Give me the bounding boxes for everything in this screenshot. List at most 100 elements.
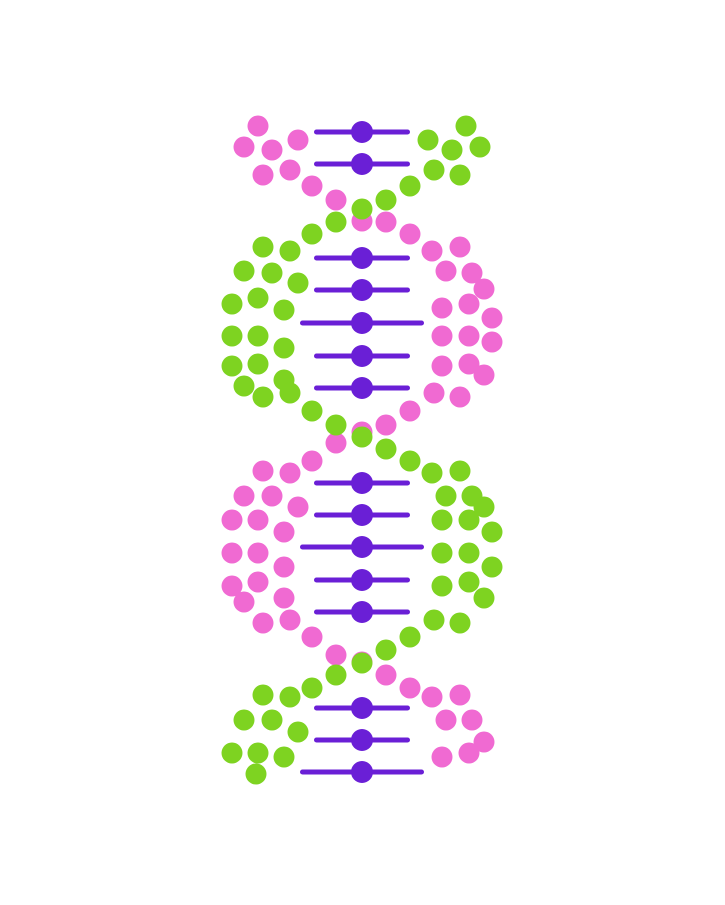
strand-b-dot xyxy=(423,609,445,631)
strand-b-dot xyxy=(301,223,323,245)
base-pair-rung xyxy=(314,279,410,301)
strand-b-dot xyxy=(287,721,309,743)
strand-b-dot xyxy=(325,414,347,436)
strand-b-dot xyxy=(221,355,243,377)
strand-a-dot xyxy=(325,432,347,454)
strand-b-dot xyxy=(247,742,269,764)
strand-b-dot xyxy=(399,450,421,472)
strand-a-dot xyxy=(399,223,421,245)
strand-a-dot xyxy=(279,462,301,484)
strand-b-dot xyxy=(261,262,283,284)
strand-a-dot xyxy=(458,353,480,375)
strand-a-dot xyxy=(481,331,503,353)
base-pair-rung xyxy=(314,504,410,526)
strand-a-dot xyxy=(301,175,323,197)
strand-a-dot xyxy=(473,731,495,753)
strand-b-dot xyxy=(449,612,471,634)
strand-a-dot xyxy=(273,556,295,578)
strand-a-dot xyxy=(221,509,243,531)
strand-b-dot xyxy=(279,686,301,708)
strand-a-dot xyxy=(458,325,480,347)
base-pair-rung xyxy=(314,569,410,591)
strand-b-dot xyxy=(417,129,439,151)
strand-b-dot xyxy=(233,709,255,731)
strand-a-dot xyxy=(287,496,309,518)
strand-b-dot xyxy=(449,460,471,482)
strand-b-dot xyxy=(375,438,397,460)
strand-b-dot xyxy=(252,236,274,258)
strand-a-dot xyxy=(431,355,453,377)
strand-b-dot xyxy=(473,587,495,609)
base-pair-rung xyxy=(314,601,410,623)
strand-a-dot xyxy=(233,136,255,158)
base-pair-rung xyxy=(300,312,424,334)
strand-b-dot xyxy=(287,272,309,294)
strand-b-dot xyxy=(455,115,477,137)
strand-b-dot xyxy=(351,426,373,448)
strand-b-dot xyxy=(245,763,267,785)
strand-b-dot xyxy=(252,386,274,408)
strand-b-dot xyxy=(481,556,503,578)
base-pair-rung xyxy=(314,153,410,175)
strand-a-dot xyxy=(435,260,457,282)
strand-a-dot xyxy=(461,262,483,284)
base-pair-rung xyxy=(300,536,424,558)
strand-a-dot xyxy=(449,236,471,258)
strand-a-dot xyxy=(431,746,453,768)
strand-a-dot xyxy=(473,278,495,300)
strand-b-dot xyxy=(351,198,373,220)
strand-a-dot xyxy=(273,521,295,543)
strand-b-dot xyxy=(351,652,373,674)
strand-a-dot xyxy=(247,509,269,531)
strand-a-dot xyxy=(375,664,397,686)
strand-a-dot xyxy=(473,364,495,386)
strand-a-dot xyxy=(287,129,309,151)
strand-b-dot xyxy=(399,626,421,648)
base-pair-rung xyxy=(314,377,410,399)
strand-b-dot xyxy=(399,175,421,197)
strand-a-dot xyxy=(301,626,323,648)
strand-b-dot xyxy=(481,521,503,543)
strand-a-dot xyxy=(247,571,269,593)
strand-b-dot xyxy=(279,382,301,404)
strand-a-dot xyxy=(221,575,243,597)
strand-b-dot xyxy=(221,742,243,764)
strand-a-dot xyxy=(399,400,421,422)
strand-b-dot xyxy=(247,325,269,347)
strand-a-dot xyxy=(252,460,274,482)
strand-a-dot xyxy=(325,189,347,211)
strand-b-dot xyxy=(435,485,457,507)
strand-a-dot xyxy=(435,709,457,731)
strand-b-dot xyxy=(431,509,453,531)
strand-a-dot xyxy=(252,164,274,186)
strand-b-dot xyxy=(458,509,480,531)
strand-a-dot xyxy=(458,293,480,315)
base-pair-rung xyxy=(300,761,424,783)
strand-a-dot xyxy=(279,609,301,631)
strand-b-dot xyxy=(421,462,443,484)
strand-b-dot xyxy=(273,337,295,359)
strand-a-dot xyxy=(279,159,301,181)
strand-b-dot xyxy=(325,211,347,233)
strand-b-dot xyxy=(233,375,255,397)
strand-b-dot xyxy=(375,189,397,211)
strand-b-dot xyxy=(469,136,491,158)
strand-a-dot xyxy=(421,240,443,262)
strand-a-dot xyxy=(421,686,443,708)
base-pair-rung xyxy=(314,697,410,719)
strand-a-dot xyxy=(233,591,255,613)
base-pair-rung xyxy=(314,121,410,143)
strand-a-dot xyxy=(233,485,255,507)
strand-a-dot xyxy=(221,542,243,564)
strand-b-dot xyxy=(441,139,463,161)
strand-a-dot xyxy=(261,139,283,161)
strand-a-dot xyxy=(399,677,421,699)
strand-a-dot xyxy=(375,211,397,233)
strand-b-dot xyxy=(273,746,295,768)
base-pair-rung xyxy=(314,729,410,751)
strand-b-dot xyxy=(221,293,243,315)
strand-a-dot xyxy=(449,386,471,408)
base-pair-rung xyxy=(314,472,410,494)
strand-b-dot xyxy=(221,325,243,347)
